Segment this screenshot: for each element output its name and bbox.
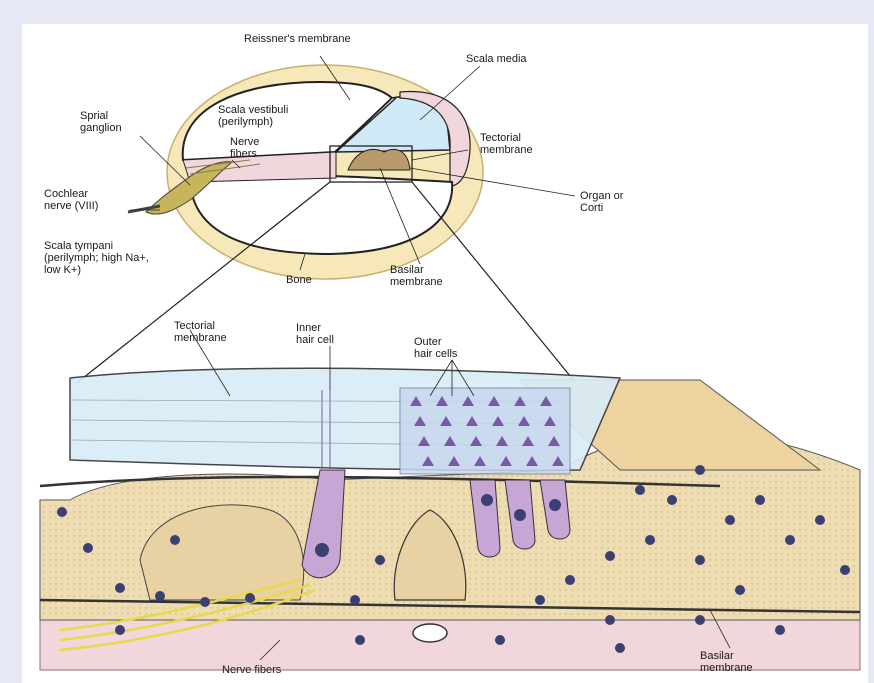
label-sprial-ganglion: Sprial ganglion — [80, 110, 122, 134]
label-outer-hair-cells: Outer hair cells — [414, 336, 457, 360]
label-nerve-fibers-bottom: Nerve fibers — [222, 664, 281, 676]
outer-hair-cell-nucleus-3 — [549, 499, 561, 511]
cell-nucleus — [695, 555, 705, 565]
blood-vessel — [413, 624, 447, 642]
cell-nucleus — [645, 535, 655, 545]
label-tectorial-membrane-top: Tectorial membrane — [480, 132, 533, 156]
cell-nucleus — [605, 551, 615, 561]
cell-nucleus — [115, 583, 125, 593]
cell-nucleus — [695, 465, 705, 475]
inner-hair-cell-nucleus — [315, 543, 329, 557]
cell-nucleus — [350, 595, 360, 605]
cell-nucleus — [635, 485, 645, 495]
label-inner-hair-cell: Inner hair cell — [296, 322, 334, 346]
cell-nucleus — [840, 565, 850, 575]
cell-nucleus — [495, 635, 505, 645]
cell-nucleus — [735, 585, 745, 595]
cell-nucleus — [755, 495, 765, 505]
cell-nucleus — [155, 591, 165, 601]
cell-nucleus — [615, 643, 625, 653]
label-reissners-membrane: Reissner's membrane — [244, 33, 351, 45]
label-basilar-membrane-top: Basilar membrane — [390, 264, 443, 288]
cell-nucleus — [83, 543, 93, 553]
outer-hair-cell-nucleus-1 — [481, 494, 493, 506]
cell-nucleus — [170, 535, 180, 545]
cell-nucleus — [775, 625, 785, 635]
cell-nucleus — [695, 615, 705, 625]
label-cochlear-nerve: Cochlear nerve (VIII) — [44, 188, 98, 212]
label-basilar-membrane-bottom: Basilar membrane — [700, 650, 753, 674]
cell-nucleus — [245, 593, 255, 603]
label-organ-of-corti: Organ or Corti — [580, 190, 623, 214]
label-bone: Bone — [286, 274, 312, 286]
label-scala-media: Scala media — [466, 53, 527, 65]
organ-of-corti-detail — [40, 368, 860, 670]
cell-nucleus — [200, 597, 210, 607]
outer-hair-cell-nucleus-2 — [514, 509, 526, 521]
cell-nucleus — [375, 555, 385, 565]
cell-nucleus — [115, 625, 125, 635]
cell-nucleus — [57, 507, 67, 517]
cell-nucleus — [815, 515, 825, 525]
cell-nucleus — [667, 495, 677, 505]
label-nerve-fibers-top: Nerve fibers — [230, 136, 259, 160]
cell-nucleus — [355, 635, 365, 645]
label-scala-tympani: Scala tympani (perilymph; high Na+, low … — [44, 240, 149, 276]
cell-nucleus — [605, 615, 615, 625]
label-scala-vestibuli: Scala vestibuli (perilymph) — [218, 104, 288, 128]
cell-nucleus — [535, 595, 545, 605]
cell-nucleus — [725, 515, 735, 525]
label-tectorial-membrane-bottom: Tectorial membrane — [174, 320, 227, 344]
cell-nucleus — [785, 535, 795, 545]
cell-nucleus — [565, 575, 575, 585]
